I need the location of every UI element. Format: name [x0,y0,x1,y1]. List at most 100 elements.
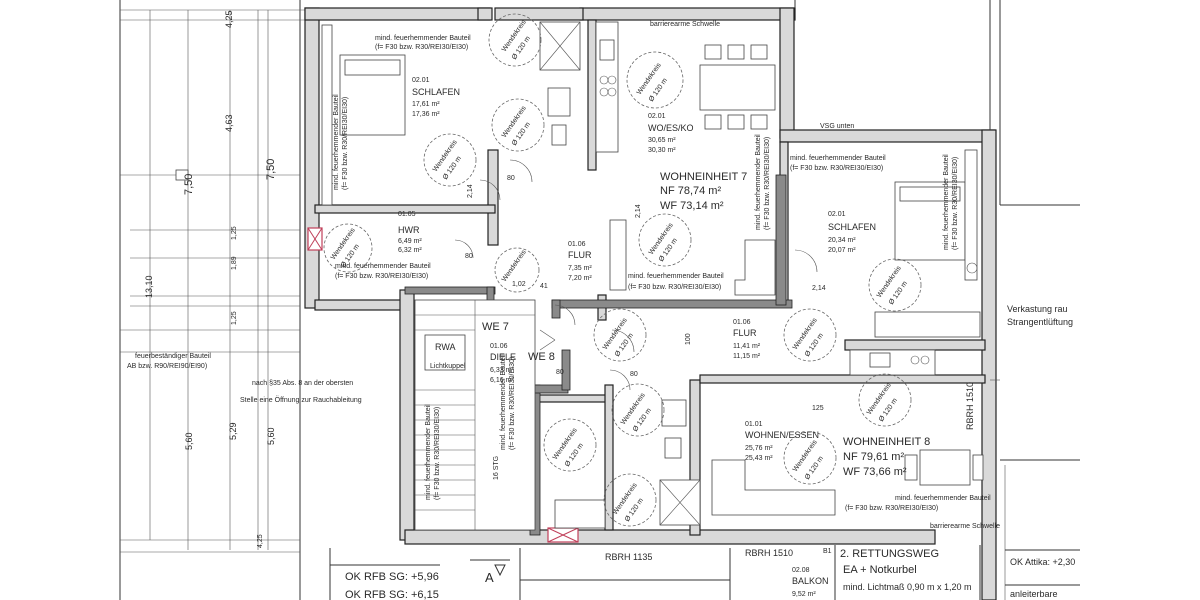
room-wohnen-a1: 25,76 m² [745,445,773,452]
dim-41: 41 [540,283,548,290]
dim-100: 100 [685,333,692,345]
room-flur8-code: 01.06 [733,319,751,326]
room-schlafen1-name: SCHLAFEN [412,87,460,97]
fire-spec-v1: (f= F30 bzw. R30/REI30/EI30) [342,97,349,190]
toilet-icon [551,124,567,146]
ok-rfb-line2: OK RFB SG: +6,15 [345,589,439,600]
room-hwr-a1: 6,49 m² [398,238,422,245]
fire-label-v2: mind. feuerhemmender Bauteil [755,134,762,230]
right-structure [794,0,1080,600]
fire-label-stair: mind. feuerhemmender Bauteil [425,404,432,500]
circle-label-6: Wendekreis [501,249,528,284]
fire-label-hwr: mind. feuerhemmender Bauteil [335,263,431,270]
furniture [321,21,984,529]
room-hwr-a2: 6,32 m² [398,247,422,254]
fire-spec-top: (f= F30 bzw. R30/REI30/EI30) [375,44,468,51]
dim-125b: 1,25 [231,311,238,325]
dim-425: 4,25 [224,10,234,28]
room-schlafen1-a1: 17,61 m² [412,101,440,108]
left-dimension-labels: 4,25 4,63 7,50 7,50 13,10 1,25 1,89 1,25… [127,10,362,548]
we7-entry-label: WE 7 [482,321,509,333]
rettungsweg-line3: mind. Lichtmaß 0,90 m x 1,20 m [843,582,972,592]
left-structure [119,0,310,600]
fire-spec-stair: (f= F30 bzw. R30/REI30/EI30) [434,407,441,500]
ok-attika-label: OK Attika: +2,30 [1010,557,1075,567]
fire-label-v1: mind. feuerhemmender Bauteil [333,94,340,190]
misc-labels: barrierearme Schwelle barrierearme Schwe… [345,21,1075,600]
we8-entry-label: WE 8 [528,351,555,363]
room-flur7-name: FLUR [568,250,592,260]
dim-80-a: 80 [507,175,515,182]
dim-125a: 1,25 [231,226,238,240]
rettungsweg-line2: EA + Notkurbel [843,564,917,576]
fire-component-labels: mind. feuerhemmender Bauteil (f= F30 bzw… [333,35,991,512]
dim-214-b: 2,14 [635,204,642,218]
room-wohnen-a2: 25,43 m² [745,455,773,462]
doors [454,159,818,577]
stair-label: 16 STG [493,456,500,480]
room-woesko-code: 02.01 [648,113,666,120]
room-schlafen2-a2: 20,07 m² [828,247,856,254]
living-table [919,449,971,486]
rbrh-1510-vert-label: RBRH 1510 [965,382,975,430]
fire-label-top: mind. feuerhemmender Bauteil [375,35,471,42]
room-woesko-name: WO/ES/KO [648,123,694,133]
anleiterbare-label: anleiterbare [1010,589,1058,599]
fire-spec-v2: (f= F30 bzw. R30/REI30/EI30) [764,137,771,230]
smoke-note-line1: nach §35 Abs. 8 an der obersten [252,380,353,387]
fire-label-we8: mind. feuerhemmender Bauteil [895,495,991,502]
room-diele-a1: 6,33 m² [490,367,514,374]
verkastung-line1: Verkastung rau [1007,304,1068,314]
rwa-label: RWA [435,342,456,352]
room-diele-name: DIELE [490,352,516,362]
fire-spec-v3: (f= F30 bzw. R30/REI30/EI30) [952,157,959,250]
room-wohnen-code: 01.01 [745,421,763,428]
room-flur7-code: 01.06 [568,241,586,248]
lichtkuppel-label: Lichtkuppel [430,363,466,370]
b1-label: B1 [823,548,832,555]
unit-we7-title: WOHNEINHEIT 7 [660,171,747,183]
vsg-label: VSG unten [820,123,854,130]
room-balkon-name: BALKON [792,576,829,586]
dim-214-c: 2,14 [812,285,826,292]
unit-we7-nf: NF 78,74 m² [660,185,721,197]
room-flur8-a2: 11,15 m² [733,353,761,360]
dim-750b: 7,50 [265,159,277,180]
room-schlafen1-code: 02.01 [412,77,430,84]
barrier-top-label: barrierearme Schwelle [650,21,720,28]
room-schlafen2-name: SCHLAFEN [828,222,876,232]
room-diele-a2: 6,16 m² [490,377,514,384]
room-woesko-a1: 30,65 m² [648,137,676,144]
room-balkon-code: 02.08 [792,567,810,574]
dim-125: 125 [812,405,824,412]
room-schlafen2-a1: 20,34 m² [828,237,856,244]
barrier-bottom-label: barrierearme Schwelle [930,523,1000,530]
dim-425b: 4,25 [257,534,264,548]
room-flur8-name: FLUR [733,328,757,338]
dim-463: 4,63 [224,114,234,132]
room-diele-code: 01.06 [490,343,508,350]
fire-label-v3: mind. feuerhemmender Bauteil [943,154,950,250]
room-flur7-a2: 7,20 m² [568,275,592,282]
staircase: RWA Lichtkuppel 16 STG [414,299,536,531]
room-flur8-a1: 11,41 m² [733,343,761,350]
dim-189: 1,89 [231,256,238,270]
room-hwr-name: HWR [398,225,420,235]
fire-spec-hwr: (f= F30 bzw. R30/REI30/EI30) [335,273,428,280]
verkastung-line2: Strangentlüftung [1007,317,1073,327]
room-balkon-a1: 9,52 m² [792,591,816,598]
unit-we8-wf: WF 73,66 m² [843,466,907,478]
unit-we8-title: WOHNEINHEIT 8 [843,436,930,448]
dim-560b: 5,60 [266,427,276,445]
fire-spec-we8: (f= F30 bzw. R30/REI30/EI30) [845,505,938,512]
dining-table [699,64,776,111]
room-schlafen1-a2: 17,36 m² [412,111,440,118]
fire-left-line2: AB bzw. R90/REI90/EI90) [127,363,207,370]
fire-spec-diele: (f= F30 bzw. R30/REI30/EI30) [509,357,516,450]
balcony [329,545,1080,600]
dim-80-d: 80 [630,371,638,378]
dim-80-c: 80 [556,369,564,376]
room-flur7-a1: 7,35 m² [568,265,592,272]
unit-we8-nf: NF 79,61 m² [843,451,904,463]
